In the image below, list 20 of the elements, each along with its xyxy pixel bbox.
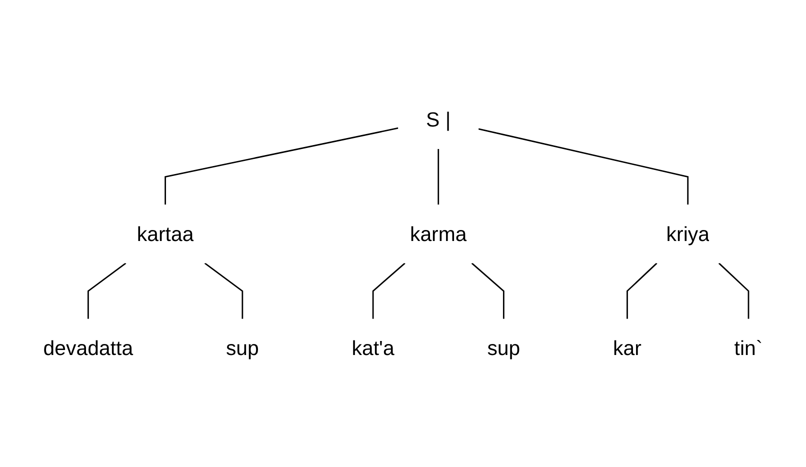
connector [204, 262, 244, 318]
node-text: sup [226, 336, 259, 360]
node-text: S | [426, 108, 451, 131]
node-text: kriya [666, 222, 710, 246]
node-text: karma [410, 222, 467, 246]
connector [626, 262, 658, 318]
connector [718, 262, 750, 318]
node-text: devadatta [43, 336, 134, 360]
node-text: kartaa [136, 222, 194, 246]
tree-diagram: S | kartaa karma kriya devadatta sup kat'a sup kar tin` [8, 82, 798, 384]
node-text: tin` [734, 336, 763, 360]
node-text: kar [613, 336, 642, 360]
node-text: sup [487, 336, 520, 360]
connector [478, 128, 689, 204]
node-text: kat'a [352, 336, 394, 360]
connector [164, 126, 398, 204]
connector [372, 262, 406, 318]
connector [438, 148, 440, 204]
connector [471, 262, 504, 318]
connector [88, 262, 126, 318]
